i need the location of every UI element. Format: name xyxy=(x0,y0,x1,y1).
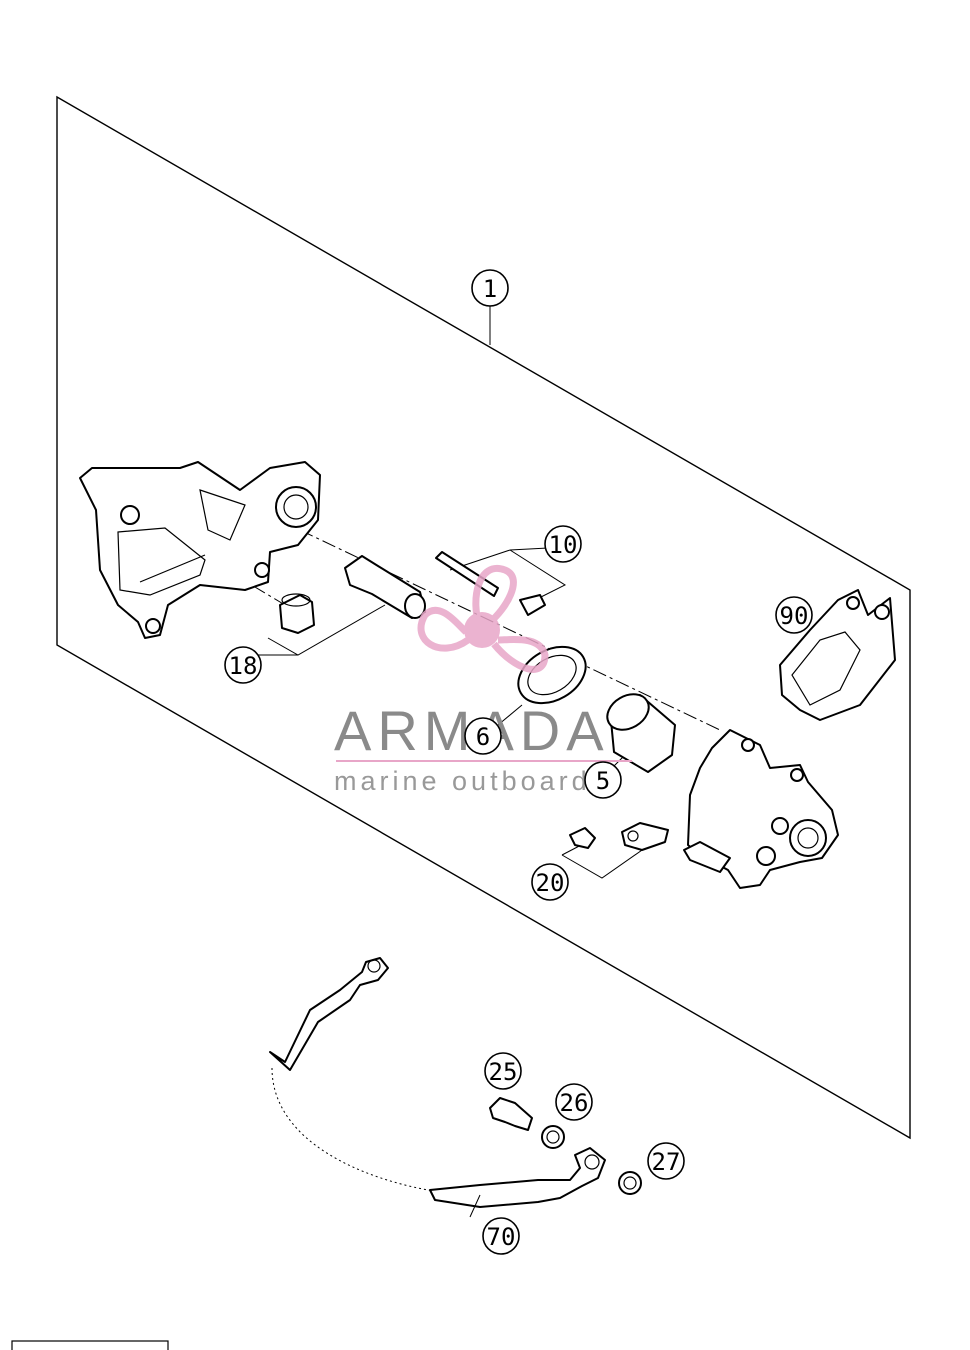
guide-pin xyxy=(344,555,426,619)
callout-5: 5 xyxy=(584,761,622,799)
sealing-washers xyxy=(541,1125,642,1195)
svg-text:18: 18 xyxy=(229,652,258,680)
brake-pads xyxy=(779,589,896,721)
watermark-tagline: marine outboards xyxy=(334,766,608,796)
callout-10: 10 xyxy=(544,525,582,563)
pad-pin-and-clip xyxy=(435,551,546,616)
svg-text:5: 5 xyxy=(596,767,610,795)
assembly-frame xyxy=(56,95,911,1140)
callout-6: 6 xyxy=(464,717,502,755)
callout-27: 27 xyxy=(647,1142,685,1180)
callout-18: 18 xyxy=(224,646,262,684)
svg-text:6: 6 xyxy=(476,723,490,751)
svg-text:25: 25 xyxy=(489,1058,518,1086)
callout-90: 90 xyxy=(775,596,813,634)
svg-text:90: 90 xyxy=(780,602,809,630)
callout-1: 1 xyxy=(471,269,509,307)
svg-text:26: 26 xyxy=(560,1089,589,1117)
brake-hose xyxy=(269,957,606,1208)
bleed-valve xyxy=(569,822,669,851)
callout-70: 70 xyxy=(482,1217,520,1255)
caliper-housing xyxy=(683,729,839,889)
drawing-number-box xyxy=(11,1340,169,1350)
caliper-piston xyxy=(606,693,676,773)
bushing-part xyxy=(279,593,315,634)
svg-text:10: 10 xyxy=(549,531,578,559)
svg-text:70: 70 xyxy=(487,1223,516,1251)
svg-text:1: 1 xyxy=(483,275,497,303)
banjo-bolt xyxy=(489,1097,533,1131)
svg-text:20: 20 xyxy=(536,869,565,897)
callout-20: 20 xyxy=(531,863,569,901)
callout-25: 25 xyxy=(484,1052,522,1090)
propeller-logo-icon xyxy=(417,564,549,673)
callout-26: 26 xyxy=(555,1083,593,1121)
armada-watermark: ARMADA marine outboards xyxy=(334,564,632,796)
caliper-bracket xyxy=(79,461,321,639)
svg-text:27: 27 xyxy=(652,1148,681,1176)
